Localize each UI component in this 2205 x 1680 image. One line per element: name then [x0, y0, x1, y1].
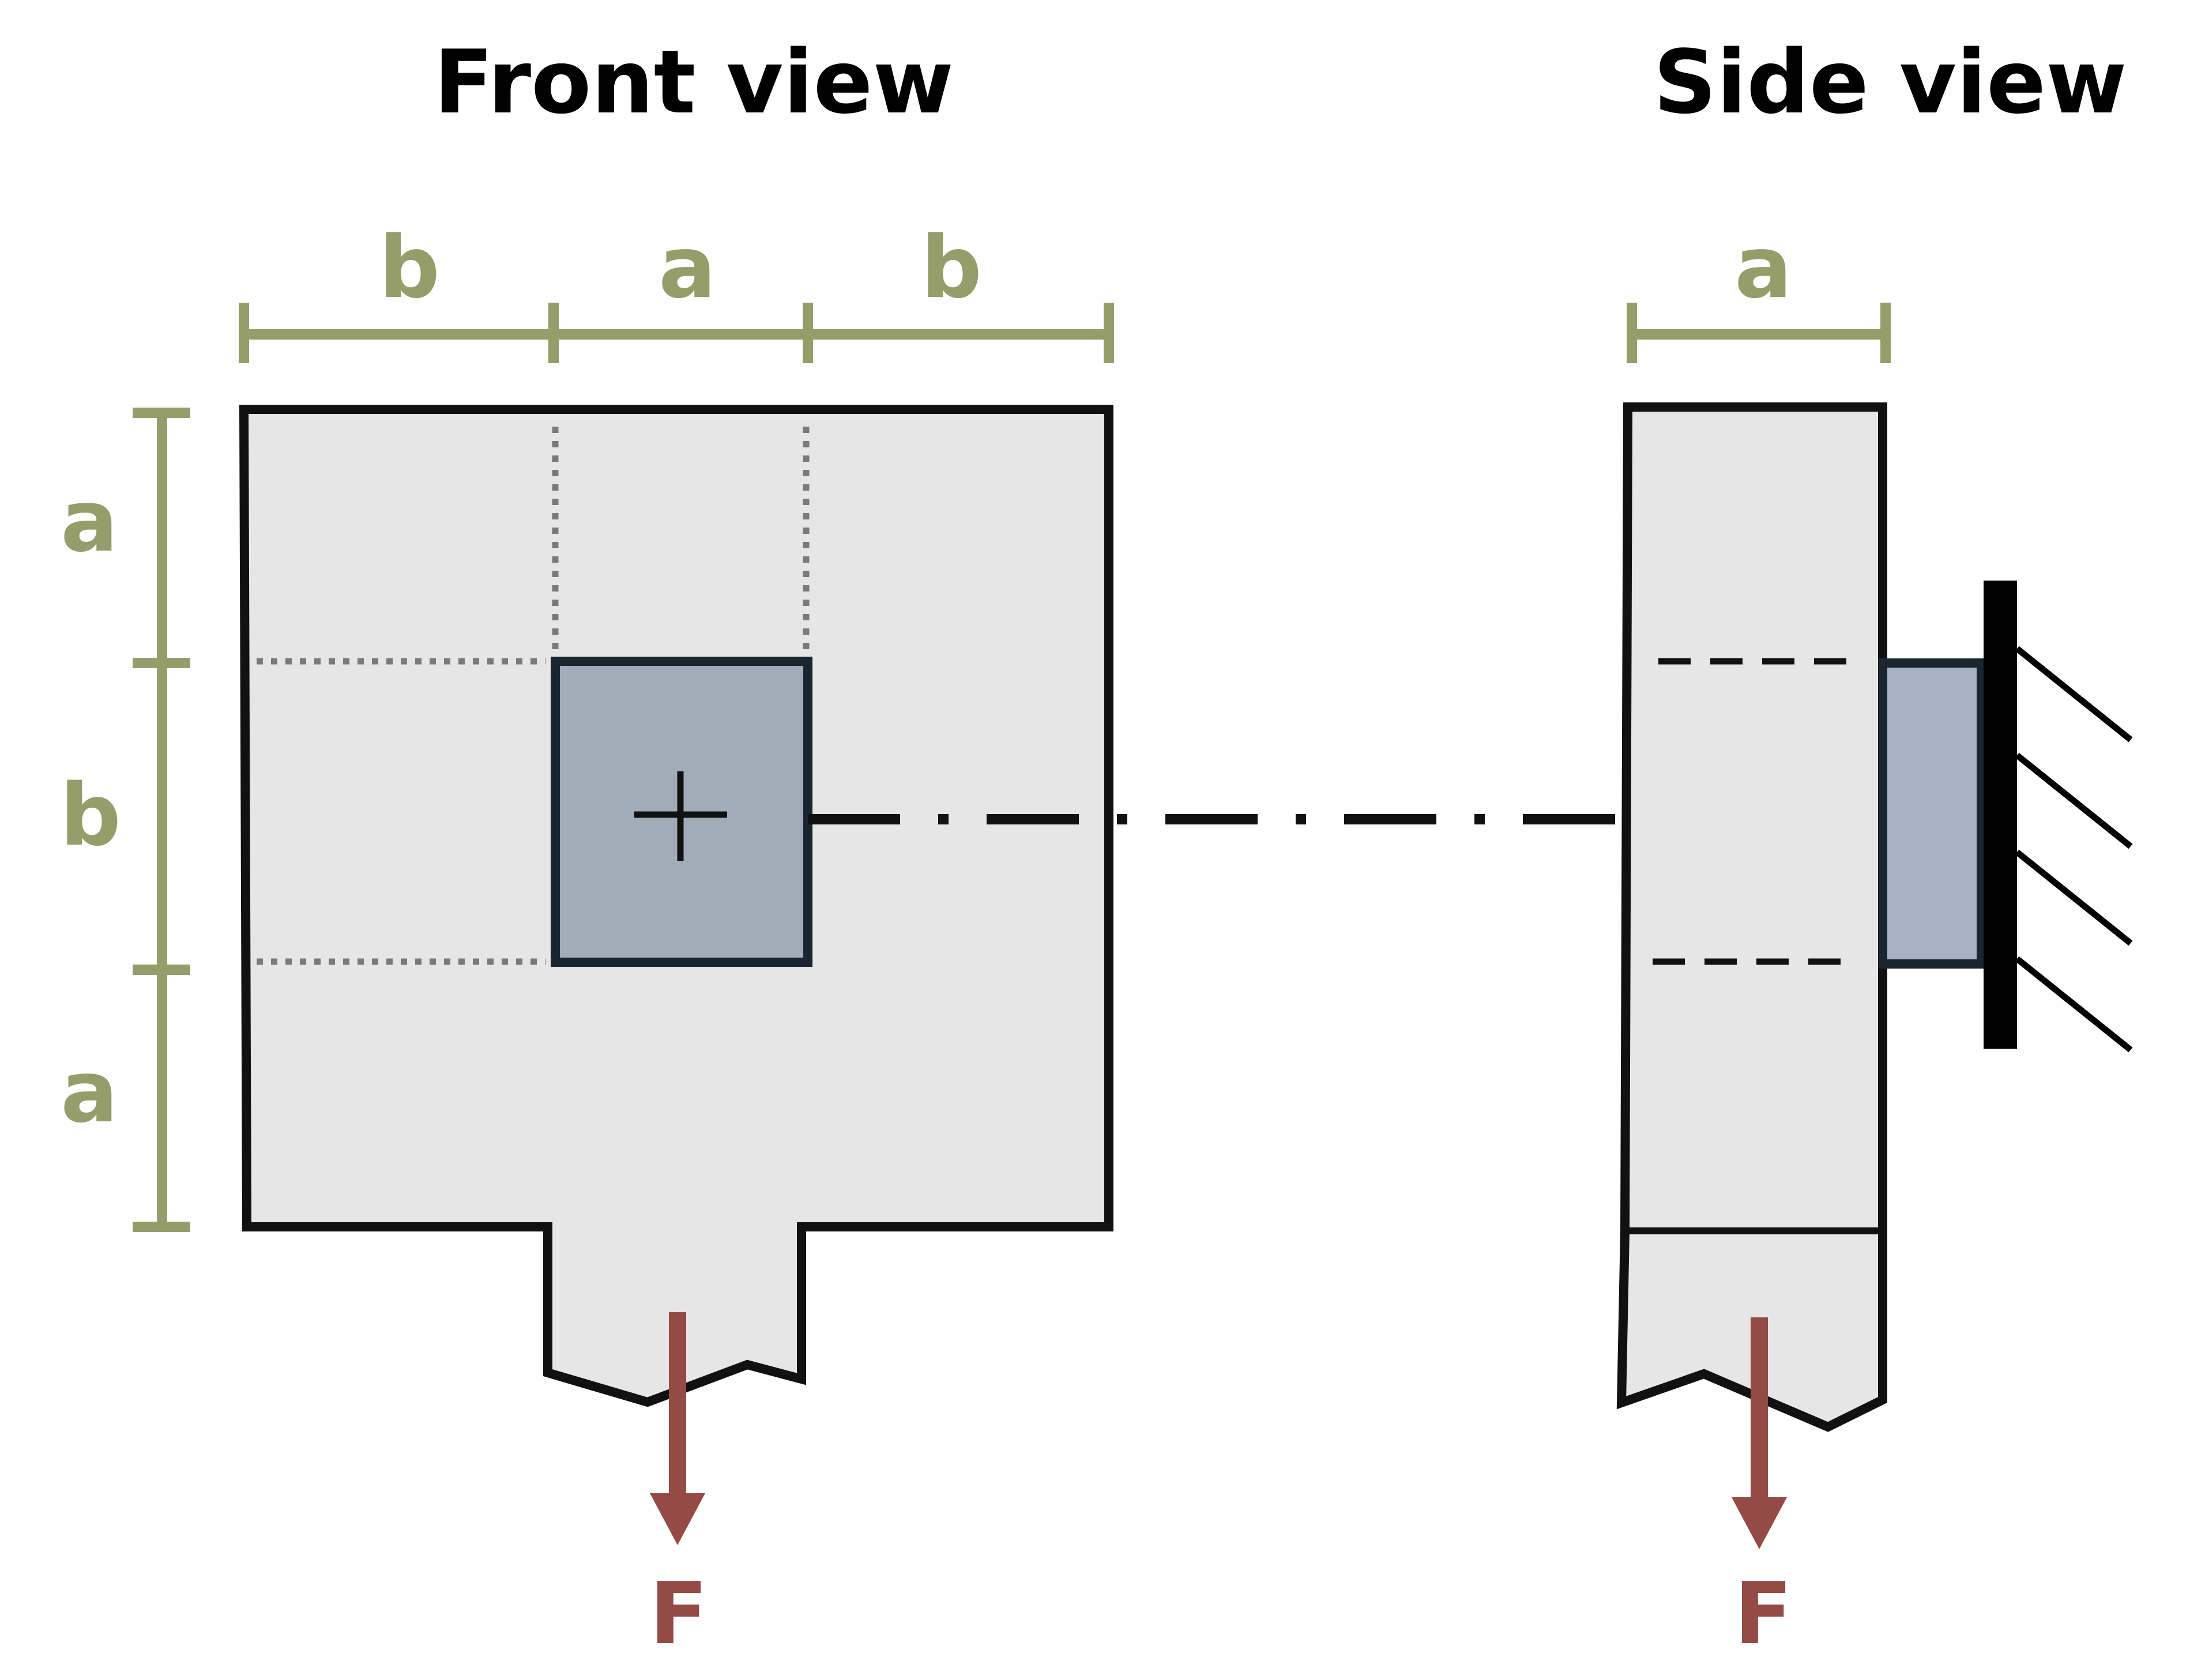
- side-top-dimension: [1627, 303, 1891, 363]
- front-view-title: Front view: [434, 31, 954, 133]
- front-force-arrow: [650, 1312, 705, 1545]
- front-guide-lines: [257, 427, 810, 965]
- dim-label-top-1: b: [379, 218, 440, 317]
- front-top-dimension: [239, 303, 1114, 363]
- side-hidden-lines: [1653, 658, 1866, 965]
- front-left-dimension: [133, 408, 190, 1232]
- side-plate: [1616, 402, 1887, 1432]
- dim-label-left-1: a: [61, 472, 118, 571]
- dim-label-left-2: b: [60, 766, 121, 865]
- side-force-label: F: [1734, 1564, 1792, 1663]
- side-dim-label: a: [1734, 218, 1792, 317]
- wall-hatch-icon: [2015, 646, 2133, 1053]
- dim-label-top-2: a: [659, 218, 716, 317]
- wall-support: [1984, 581, 2017, 1049]
- side-view-title: Side view: [1653, 31, 2127, 133]
- side-force-arrow: [1732, 1317, 1787, 1549]
- dim-label-left-3: a: [61, 1042, 118, 1142]
- centroid-cross-icon: [634, 771, 727, 861]
- front-force-label: F: [649, 1564, 708, 1663]
- dim-label-top-3: b: [921, 218, 982, 317]
- side-bolt-area: [1878, 658, 1986, 969]
